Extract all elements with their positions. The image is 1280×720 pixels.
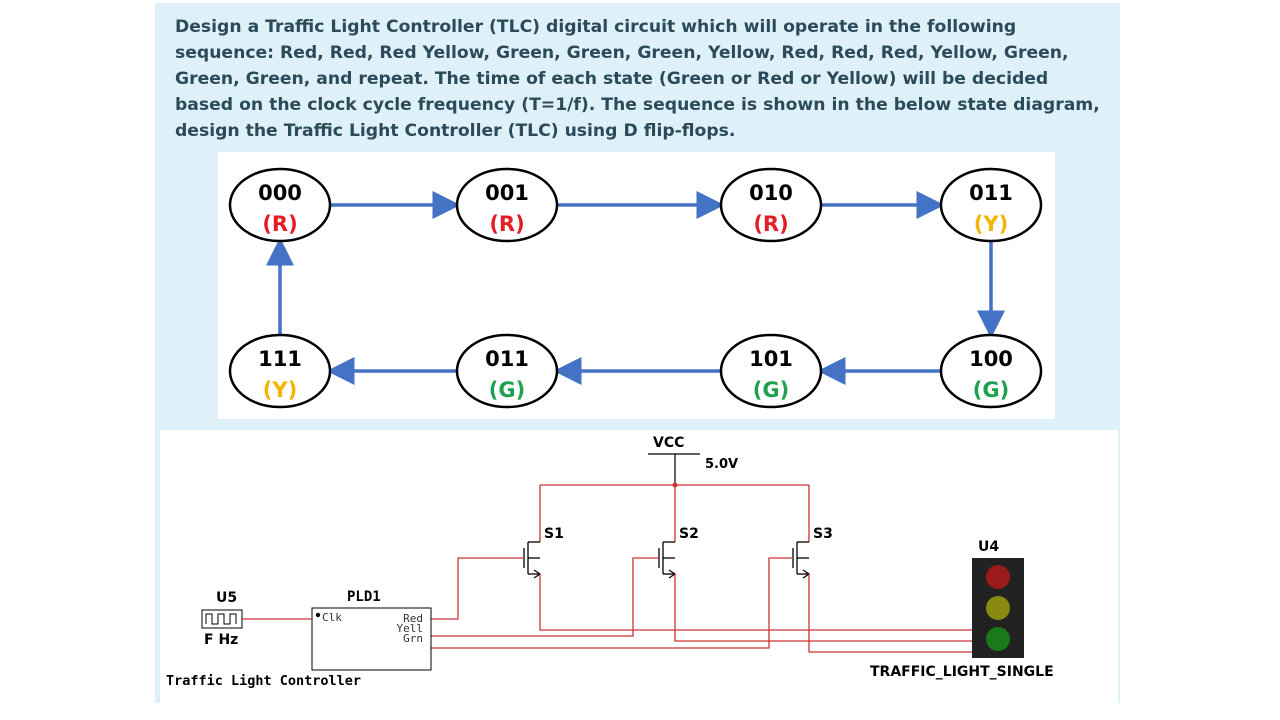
state-nodes: 000 (R) 001 (R) 010 (R) 011 (Y) 100 (G) 101 (G) 011 (… — [228, 167, 1043, 409]
yellow-lamp-wire — [674, 574, 972, 642]
pld-ref: PLD1 — [347, 589, 381, 605]
state-code: 010 — [749, 181, 793, 205]
pld-caption: Traffic Light Controller — [166, 673, 361, 689]
problem-statement: Design a Traffic Light Controller (TLC) … — [175, 17, 1100, 141]
state-ellipse — [939, 167, 1043, 243]
state-light: (R) — [489, 212, 524, 236]
circuit-canvas: VCC 5.0V S1 — [166, 435, 1054, 689]
vcc-label: VCC — [653, 435, 684, 451]
state-001-1: 001 (R) — [455, 167, 559, 243]
vcc-voltage: 5.0V — [705, 457, 738, 472]
state-code: 011 — [969, 181, 1013, 205]
state-light: (G) — [753, 378, 789, 402]
state-ellipse — [455, 167, 559, 243]
state-code: 000 — [258, 181, 302, 205]
pld-pin-red: Red — [403, 612, 423, 625]
state-code: 101 — [749, 347, 793, 371]
state-code: 111 — [258, 347, 302, 371]
state-000-0: 000 (R) — [228, 167, 332, 243]
mosfet-s3: S3 — [792, 526, 833, 579]
yellow-gate-wire — [431, 557, 659, 637]
mosfet-s2: S2 — [658, 526, 699, 579]
state-011-3: 011 (Y) — [939, 167, 1043, 243]
switch-label-s1: S1 — [544, 526, 564, 542]
state-ellipse — [939, 333, 1043, 409]
state-light: (R) — [262, 212, 297, 236]
pld-pin-yell: Yell — [397, 622, 424, 635]
red-lamp — [986, 565, 1010, 589]
green-lamp-wire — [808, 574, 972, 653]
state-ellipse — [719, 167, 823, 243]
state-light: (Y) — [974, 212, 1008, 236]
red-lamp-wire — [539, 574, 972, 631]
pld-pin-grn: Grn — [403, 632, 423, 645]
circuit-schematic: VCC 5.0V S1 — [160, 430, 1118, 703]
green-lamp — [986, 627, 1010, 651]
state-ellipse — [228, 333, 332, 409]
state-light: (R) — [753, 212, 788, 236]
state-transitions — [266, 191, 1005, 385]
traffic-light-caption: TRAFFIC_LIGHT_SINGLE — [870, 664, 1054, 680]
pld-clk-pin-dot — [315, 612, 321, 618]
clock-ref: U5 — [216, 590, 237, 606]
green-gate-wire — [431, 557, 793, 649]
state-010-2: 010 (R) — [719, 167, 823, 243]
state-diagram: 000 (R) 001 (R) 010 (R) 011 (Y) 100 (G) 101 (G) 011 (… — [218, 152, 1055, 419]
state-code: 100 — [969, 347, 1013, 371]
state-light: (G) — [973, 378, 1009, 402]
state-101-5: 101 (G) — [719, 333, 823, 409]
state-light: (Y) — [263, 378, 297, 402]
pld-clk-pin: Clk — [322, 611, 342, 624]
state-ellipse — [455, 333, 559, 409]
state-code: 001 — [485, 181, 529, 205]
switch-label-s2: S2 — [679, 526, 699, 542]
state-diagram-canvas: 000 (R) 001 (R) 010 (R) 011 (Y) 100 (G) 101 (G) 011 (… — [228, 167, 1043, 409]
state-code: 011 — [485, 347, 529, 371]
mosfet-s1: S1 — [523, 526, 564, 579]
switch-label-s3: S3 — [813, 526, 833, 542]
red-gate-wire — [431, 557, 524, 620]
pld-block — [311, 607, 432, 671]
clock-waveform-icon — [205, 613, 237, 625]
state-111-7: 111 (Y) — [228, 333, 332, 409]
clock-frequency: F Hz — [204, 632, 238, 648]
state-011-6: 011 (G) — [455, 333, 559, 409]
state-ellipse — [719, 333, 823, 409]
state-100-4: 100 (G) — [939, 333, 1043, 409]
yellow-lamp — [986, 596, 1010, 620]
state-light: (G) — [489, 378, 525, 402]
traffic-light-ref: U4 — [978, 539, 999, 555]
state-ellipse — [228, 167, 332, 243]
